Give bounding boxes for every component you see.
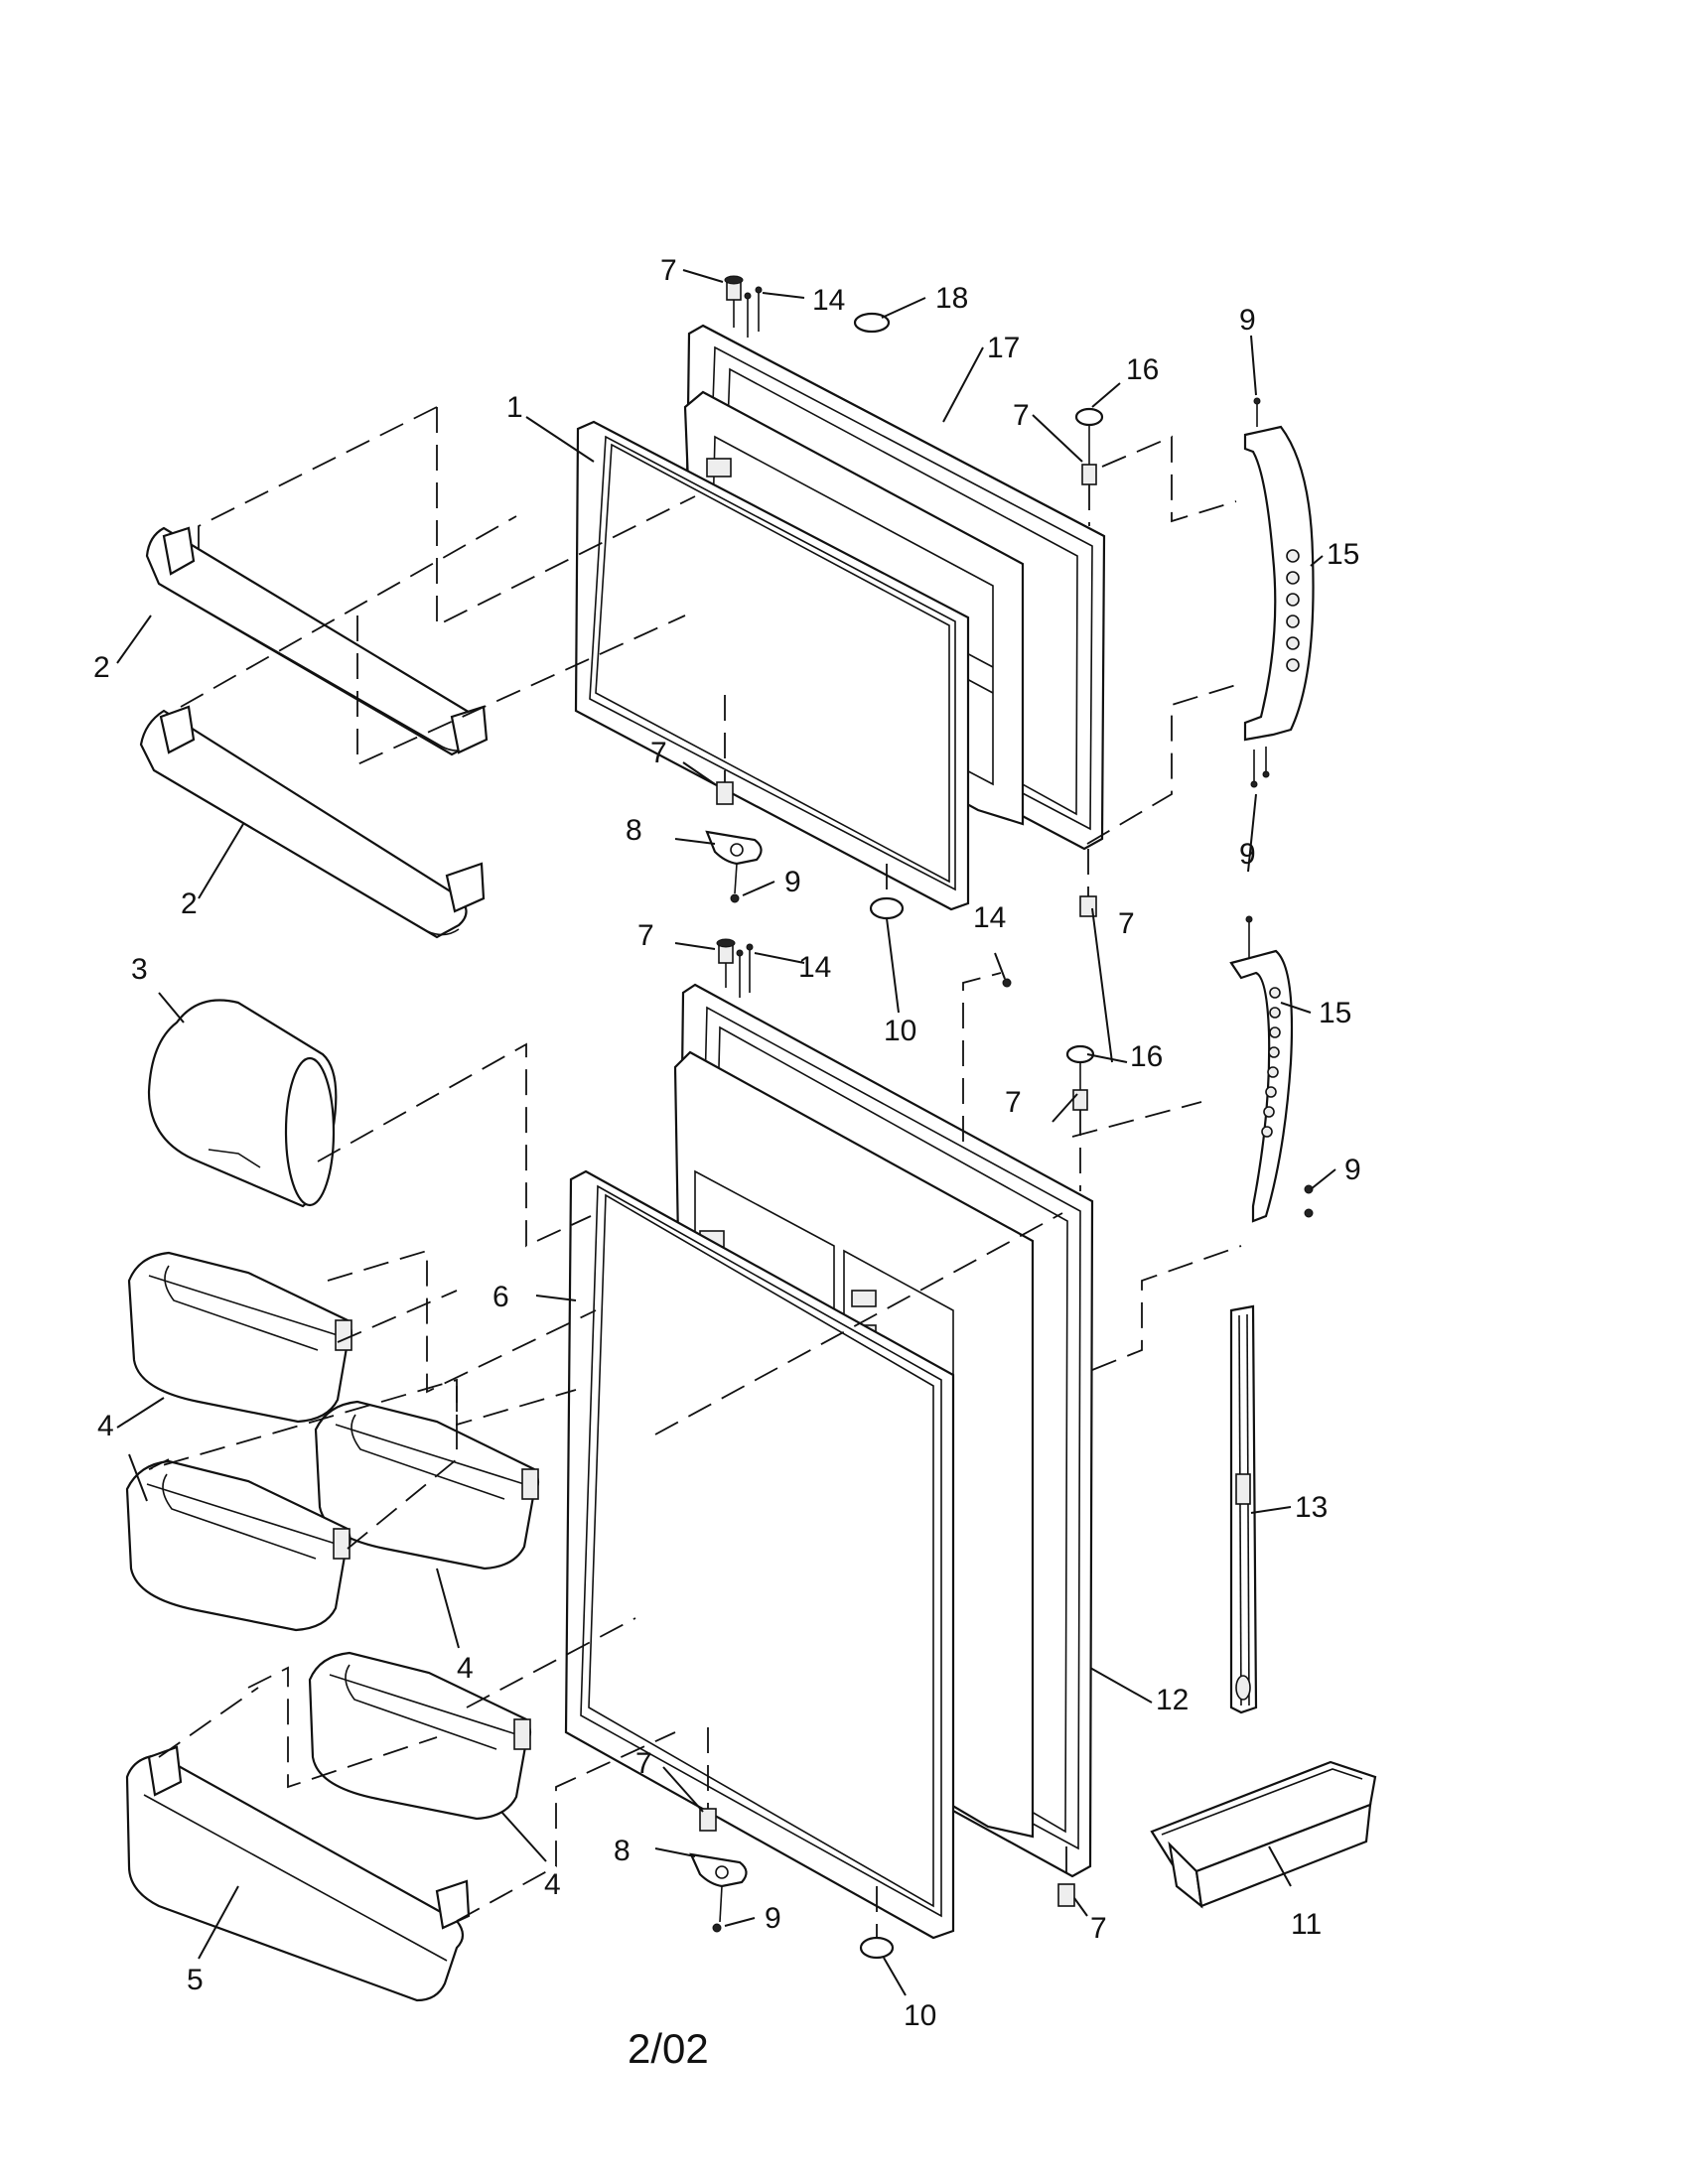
callout-labels: 7 14 18 17 16 7 9 1 15 2 2 7 8 9 10 7 9 … [93, 254, 1361, 2032]
callout-label: 10 [904, 1999, 936, 2032]
handle-trim-strip-13 [1229, 1304, 1258, 1714]
leader-lines [116, 269, 1336, 1996]
callout-label: 16 [1130, 1040, 1163, 1073]
callout-label: 16 [1126, 353, 1159, 386]
door-bin-4b [314, 1400, 540, 1570]
fresh-food-right-bottom-pin [1057, 1846, 1075, 1907]
freezer-door-handle [1243, 397, 1315, 788]
callout-label: 7 [660, 254, 677, 287]
callout-label: 1 [506, 391, 523, 424]
callout-label: 4 [544, 1868, 561, 1901]
callout-label: 7 [1090, 1912, 1107, 1945]
callout-label: 10 [884, 1015, 916, 1047]
callout-label: 6 [492, 1281, 509, 1313]
callout-label: 8 [626, 814, 642, 847]
freezer-liner-stud [706, 458, 732, 478]
freezer-door-shelf-2a [145, 526, 489, 756]
callout-label: 7 [635, 1747, 652, 1780]
freezer-bottom-hinge-pin [716, 695, 734, 805]
callout-label: 5 [187, 1964, 204, 1996]
door-bin-4c [125, 1459, 351, 1632]
callout-label: 15 [1319, 997, 1351, 1029]
freezer-door-gasket-1 [574, 420, 970, 911]
freezer-door-shelf-2b [139, 705, 486, 939]
callout-label: 8 [614, 1835, 631, 1867]
callout-label: 15 [1327, 538, 1359, 571]
fresh-food-bottom-hinge-bracket [689, 1852, 748, 1933]
fresh-food-bottom-hinge-pin [699, 1727, 717, 1832]
fresh-food-right-hinge [1065, 1044, 1095, 1191]
bottom-door-shelf-5 [125, 1745, 471, 2002]
fresh-food-top-screws [736, 943, 754, 998]
freezer-right-hinge-pin [1074, 407, 1104, 526]
door-bin-4a [127, 1251, 353, 1424]
storage-tray-11 [1150, 1760, 1377, 1909]
fresh-food-screw-14 [1002, 978, 1012, 988]
freezer-plug-button [853, 312, 891, 334]
freezer-bottom-hinge-bracket [705, 830, 763, 903]
fresh-food-bottom-cap [859, 1886, 895, 1960]
callout-label: 9 [765, 1902, 781, 1935]
fresh-food-door-gasket-6 [564, 1169, 955, 1940]
fresh-food-door-handle [1229, 915, 1314, 1223]
freezer-top-hinge-pin [724, 275, 744, 328]
callout-label: 4 [457, 1652, 474, 1685]
callout-label: 7 [1005, 1086, 1022, 1119]
callout-label: 17 [987, 332, 1020, 364]
callout-label: 11 [1291, 1908, 1322, 1941]
callout-label: 14 [798, 951, 831, 984]
callout-label: 14 [973, 901, 1006, 934]
door-bin-4d [308, 1651, 532, 1821]
callout-label: 7 [1013, 399, 1030, 432]
callout-label: 2 [93, 651, 110, 684]
callout-label: 9 [1239, 838, 1256, 871]
callout-label: 12 [1156, 1684, 1189, 1716]
callout-label: 2 [181, 887, 198, 920]
callout-label: 18 [935, 282, 968, 315]
callout-label: 7 [1118, 907, 1135, 940]
dairy-compartment-cover [147, 999, 338, 1208]
callout-label: 9 [1344, 1154, 1361, 1186]
callout-label: 9 [784, 866, 801, 898]
fresh-food-top-hinge-pin [716, 938, 736, 988]
freezer-top-screws [744, 286, 763, 338]
callout-label: 4 [97, 1410, 114, 1442]
callout-label: 9 [1239, 304, 1256, 337]
callout-label: 3 [131, 953, 148, 986]
callout-label: 7 [650, 737, 667, 769]
callout-label: 14 [812, 284, 845, 317]
callout-label: 13 [1295, 1491, 1328, 1524]
footer-date-code: 2/02 [628, 2025, 709, 2072]
assembly-guide-lines [148, 406, 1242, 1922]
freezer-right-bottom-pin [1079, 849, 1097, 917]
callout-label: 7 [637, 919, 654, 952]
